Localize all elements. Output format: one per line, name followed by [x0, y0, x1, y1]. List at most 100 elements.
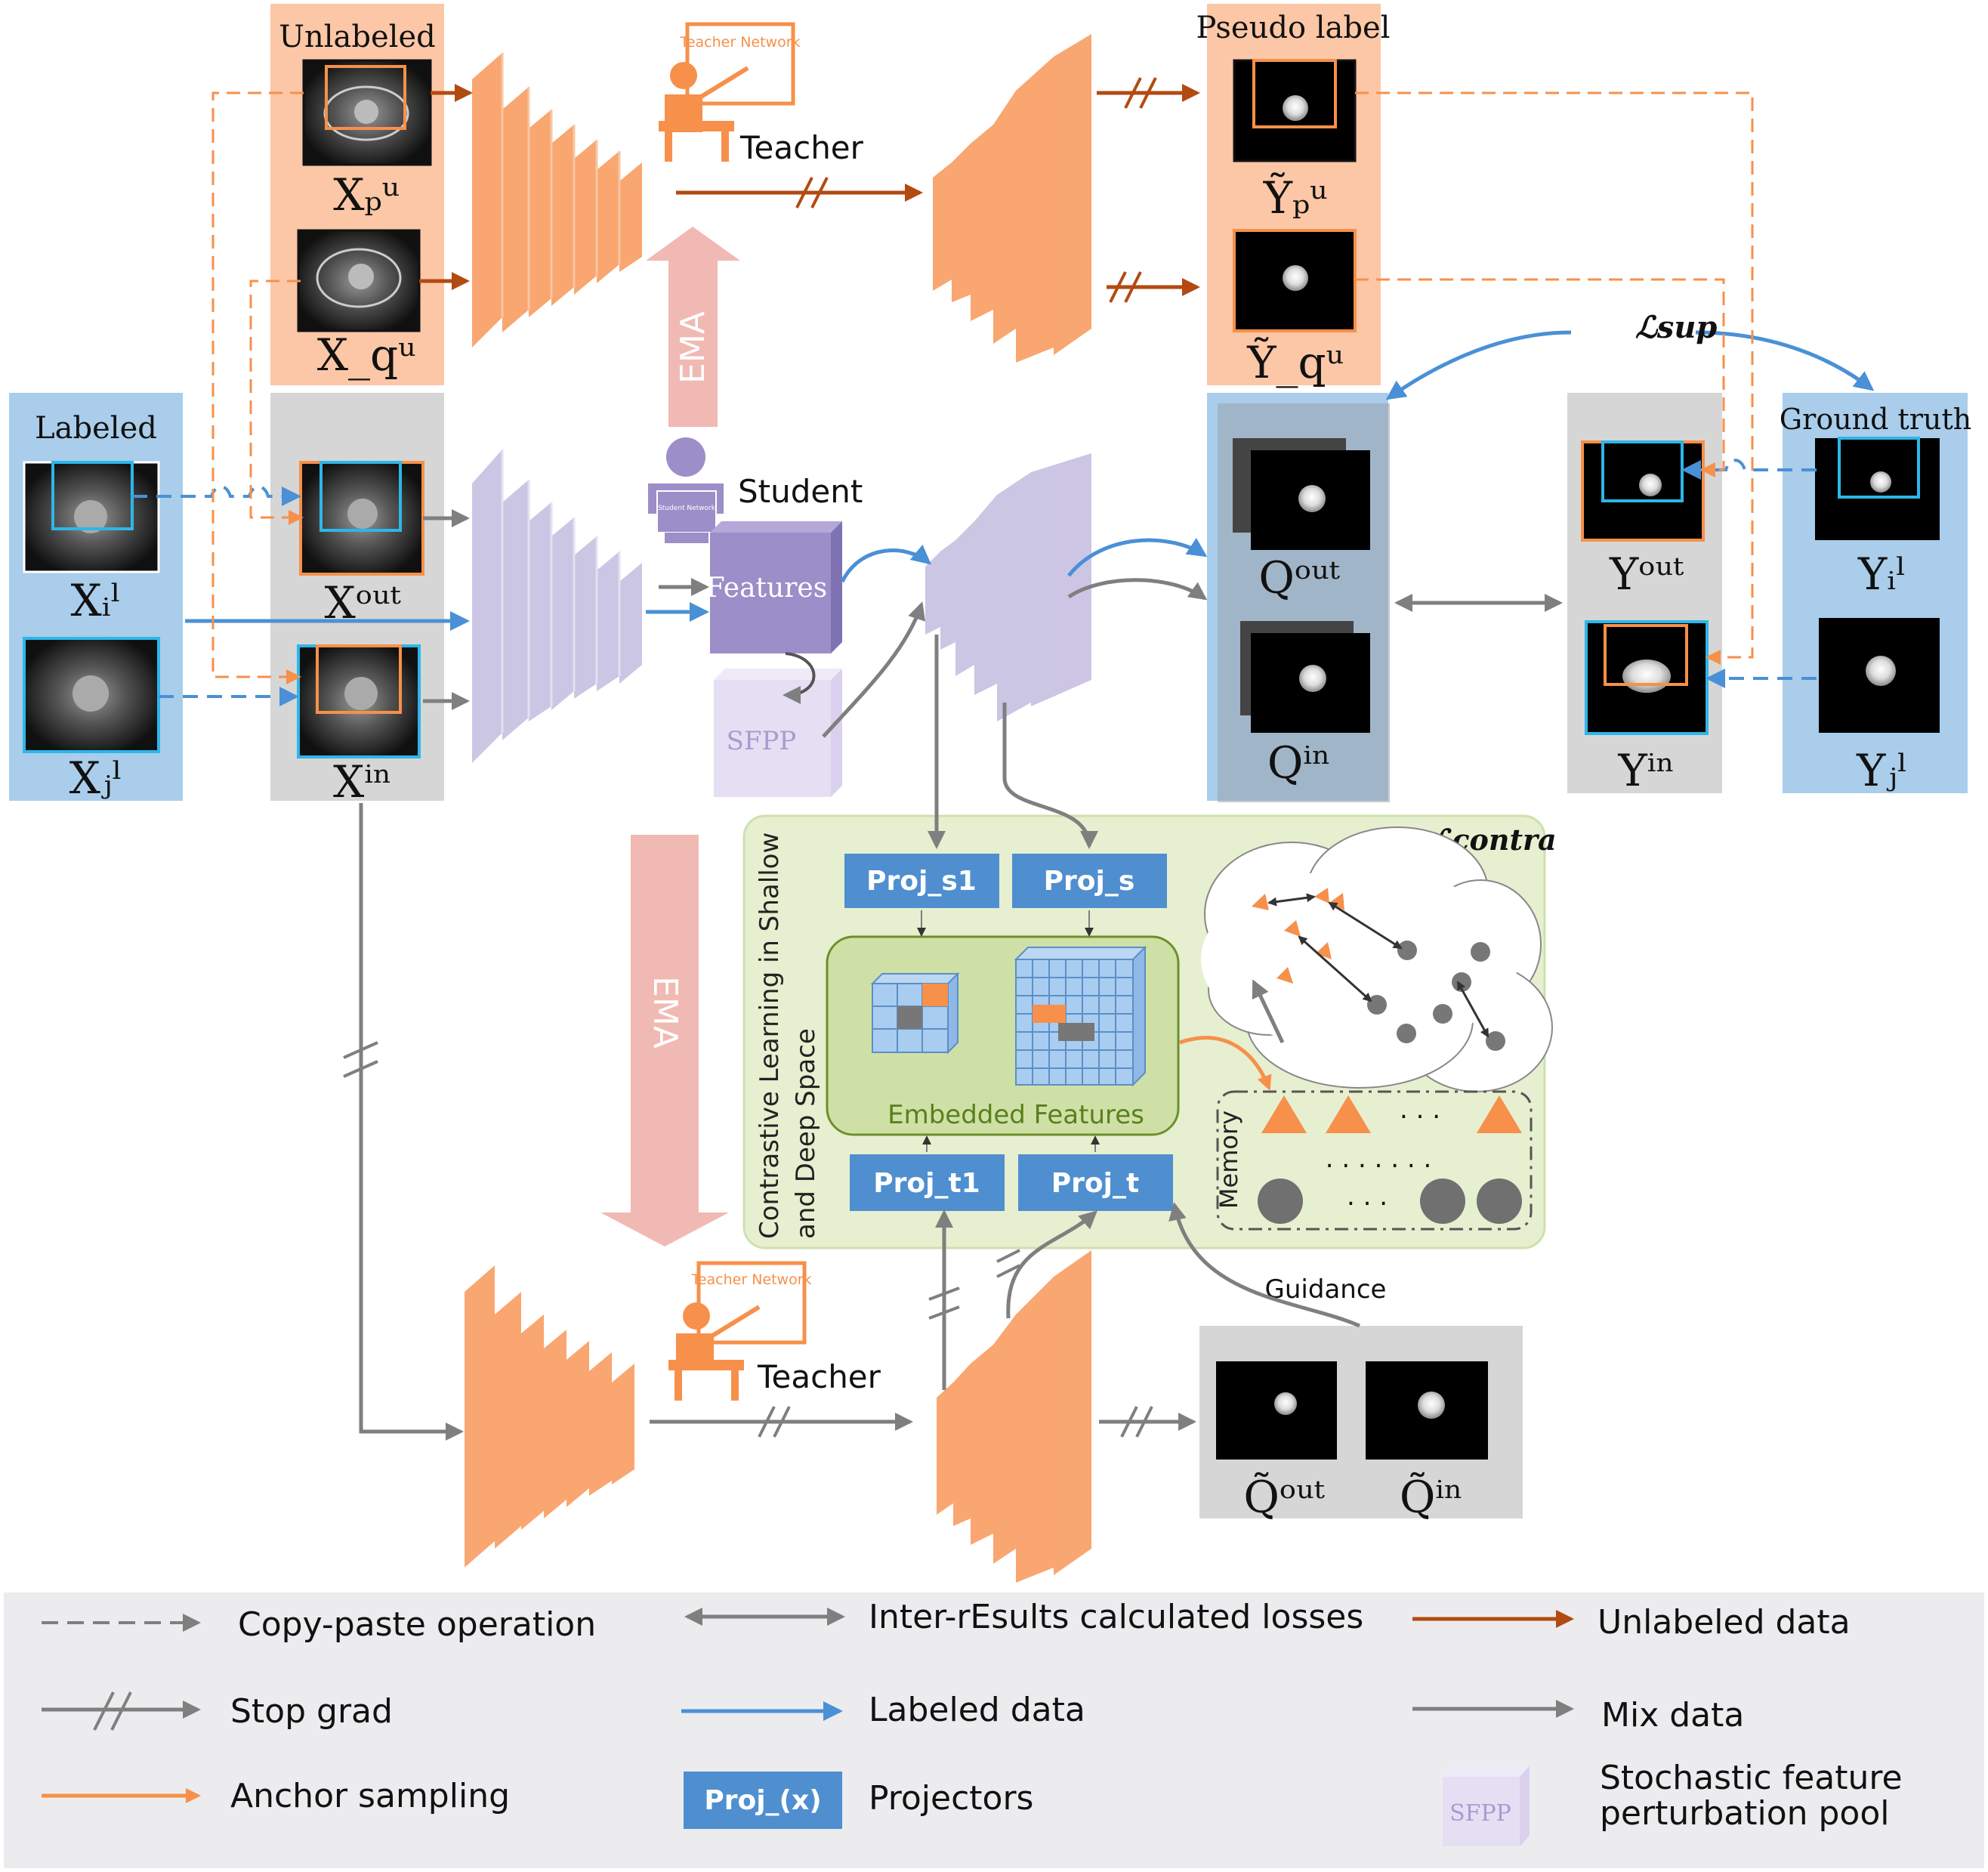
yout-label: Yᵒᵘᵗ — [1609, 548, 1684, 600]
image-qin — [1240, 621, 1370, 733]
feature-links — [1267, 893, 1489, 1038]
teacher-board-text-top: Teacher Network — [679, 34, 800, 51]
legend-panel — [4, 1592, 1984, 1868]
memory-label: Memory — [1215, 1111, 1243, 1209]
deep-feature-grid — [1014, 945, 1147, 1087]
student-label: Student — [738, 473, 863, 510]
teacher-icon-bottom: Teacher Network — [668, 1261, 812, 1401]
unlabeled-title: Unlabeled — [279, 20, 435, 54]
feature-space-cloud-fill — [1201, 869, 1518, 1050]
image-yjl — [1819, 618, 1940, 733]
proj-s-label: Proj_s — [1044, 866, 1135, 897]
xin-label: Xⁱⁿ — [333, 756, 392, 808]
ema-arrow-top — [646, 227, 740, 427]
legend-anchor-sampling: Anchor sampling — [230, 1777, 510, 1815]
memory-dots-top: . . . — [1400, 1095, 1440, 1125]
tqin-label: Q̃ⁱⁿ — [1400, 1471, 1463, 1523]
sfpp-loop-icon — [783, 652, 816, 704]
student-decoder — [925, 453, 1091, 721]
proj-s-box — [1012, 854, 1167, 908]
proj-s1-box — [844, 854, 999, 908]
image-xin — [297, 644, 421, 758]
features-cube — [710, 521, 842, 653]
svg-text:Student Network: Student Network — [658, 505, 716, 512]
features-label: Features — [706, 573, 827, 604]
memory-triangles — [1261, 1095, 1522, 1133]
image-yout — [1581, 440, 1705, 542]
teacher-encoder-bottom — [465, 1265, 634, 1568]
memory-dots-mid: . . . . . . . — [1326, 1144, 1432, 1174]
sfpp-label: SFPP — [727, 726, 797, 756]
teacher-icon-top: Teacher Network — [659, 22, 801, 162]
teacher-decoder-top — [933, 34, 1091, 363]
teacher-decoder-bottom — [937, 1250, 1091, 1583]
legend-proj-box — [684, 1772, 842, 1829]
xjl-label: Xⱼˡ — [69, 752, 123, 804]
proj-t1-box — [850, 1154, 1005, 1211]
teacher-encoder-top — [472, 53, 642, 348]
image-xqu — [297, 229, 421, 332]
image-xout — [299, 461, 424, 576]
yjl-label: Yⱼˡ — [1856, 745, 1908, 796]
image-xpu — [302, 59, 432, 166]
teacher-encoder-top-lines — [501, 53, 621, 317]
image-qout — [1233, 438, 1370, 550]
stop-grad-marks-grey — [343, 1041, 1153, 1438]
proj-t-label: Proj_t — [1051, 1168, 1139, 1199]
qin-label: Qⁱⁿ — [1267, 737, 1331, 789]
student-encoder-lines — [501, 449, 621, 733]
guidance-label: Guidance — [1265, 1274, 1387, 1305]
xqu-label: X_qᵘ — [317, 329, 416, 381]
ema-arrow-bottom — [600, 835, 729, 1246]
image-tqin — [1366, 1361, 1488, 1460]
legend-projectors: Projectors — [869, 1779, 1033, 1818]
pseudo-label-title: Pseudo label — [1196, 11, 1391, 45]
legend-sfpp-line2: perturbation pool — [1600, 1794, 1889, 1833]
image-yil — [1815, 437, 1940, 540]
feature-grey-dots — [1367, 941, 1505, 1051]
image-xil — [23, 461, 160, 573]
labeled-data-arrows — [185, 330, 1875, 631]
teacher-label-bottom: Teacher — [757, 1358, 881, 1395]
memory-box — [1216, 1090, 1533, 1231]
image-ypu — [1233, 59, 1357, 162]
student-icon: Student Network — [648, 437, 724, 543]
memory-dots-bottom: . . . — [1347, 1182, 1388, 1212]
legend-unlabeled-data: Unlabeled data — [1598, 1603, 1851, 1642]
ground-truth-title: Ground truth — [1780, 403, 1971, 436]
ema-label-bottom: EMA — [646, 976, 684, 1049]
image-yqu — [1233, 229, 1357, 332]
memory-circles — [1258, 1178, 1522, 1224]
mix-data-arrows — [359, 509, 1563, 1441]
legend-inter-results: Inter-rEsults calculated losses — [869, 1598, 1363, 1636]
yqu-label: Ỹ_qᵘ — [1246, 337, 1344, 388]
image-yin — [1585, 620, 1709, 735]
shallow-feature-grid — [870, 972, 960, 1055]
image-xjl — [23, 637, 160, 753]
legend-stop-grad: Stop grad — [230, 1692, 393, 1731]
proj-t-box — [1018, 1154, 1173, 1211]
yin-label: Yⁱⁿ — [1617, 745, 1675, 796]
labeled-title: Labeled — [35, 411, 157, 446]
legend-labeled-data: Labeled data — [869, 1691, 1085, 1729]
legend-sfpp-cube-label: SFPP — [1449, 1800, 1511, 1827]
embedded-features-label: Embedded Features — [888, 1100, 1144, 1130]
yil-label: Yᵢˡ — [1857, 548, 1906, 600]
legend-copy-paste: Copy-paste operation — [238, 1605, 596, 1644]
qout-label: Qᵒᵘᵗ — [1258, 552, 1340, 604]
tqout-label: Q̃ᵒᵘᵗ — [1243, 1471, 1325, 1523]
sup-loss-label: ℒsup — [1635, 310, 1717, 345]
ypu-label: Ỹₚᵘ — [1263, 172, 1328, 224]
anchor-sampling-arrow — [1179, 1036, 1272, 1091]
proj-t1-label: Proj_t1 — [873, 1168, 980, 1199]
image-tqout — [1216, 1361, 1337, 1460]
ema-label-top: EMA — [674, 311, 712, 384]
stop-grad-marks-brown — [795, 77, 1157, 303]
legend-stop-grad-symbol — [42, 1691, 201, 1731]
teacher-board-text-bottom: Teacher Network — [690, 1271, 811, 1288]
legend-sfpp-cube — [1443, 1766, 1530, 1846]
legend-mix-data: Mix data — [1601, 1696, 1744, 1735]
xpu-label: Xₚᵘ — [333, 169, 400, 221]
